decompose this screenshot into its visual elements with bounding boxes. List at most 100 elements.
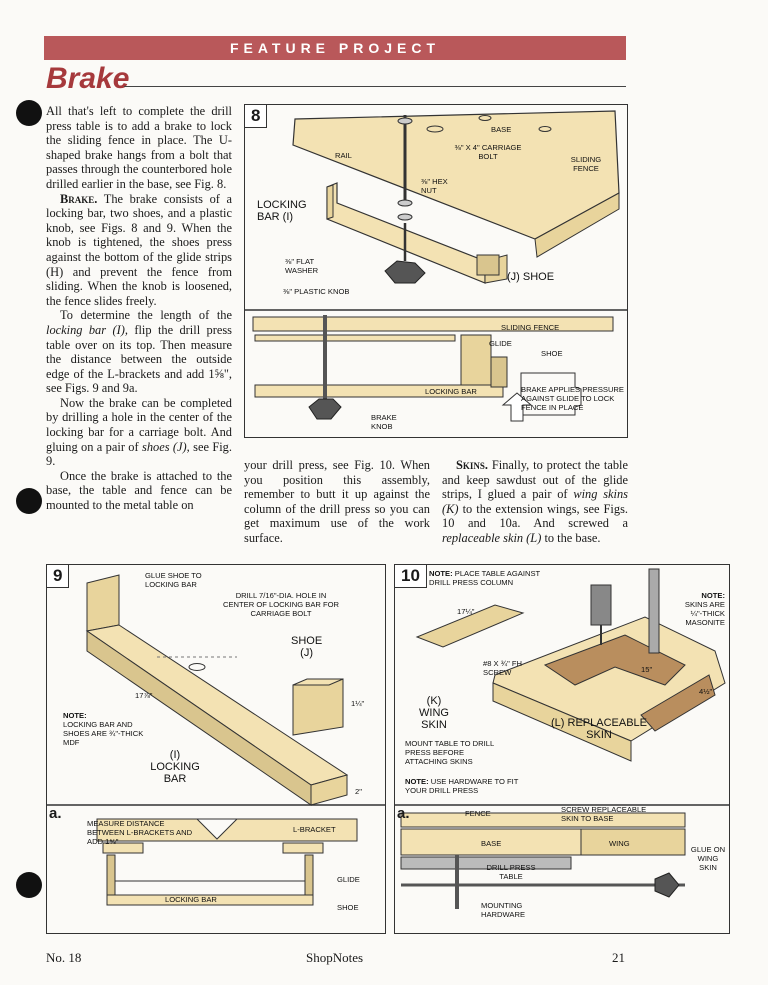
fig9-shoe-label: Shoe(J) (291, 635, 323, 659)
fig9-length-dim: 17⅞" (135, 691, 153, 700)
fig10-replaceable-text: Replaceable Skin (567, 717, 647, 741)
skins-text-c: to the base. (544, 530, 601, 545)
fig8-plastic-knob-label: ⅜" Plastic Knob (283, 287, 350, 296)
fig10a-glue-note: Glue on wing skin (690, 845, 726, 872)
fig10-dim-1714: 17¼" (457, 607, 475, 616)
fig10-wing-skin-part: K (430, 695, 438, 707)
fig9-shoe-part: J (303, 647, 310, 659)
fig10-skins-note-text: Skins are ¼"-thick Masonite (684, 600, 725, 627)
fig10-dim-412: 4½" (699, 687, 713, 696)
fig10a-fence: Fence (465, 809, 491, 818)
fig8-hex-nut-label: ⅜" Hex Nut (421, 177, 448, 195)
fig8-carriage-bolt-label: ⅜" x 4" Carriage Bolt (454, 143, 522, 161)
fig10a-wing: Wing (609, 839, 630, 848)
fig8-locking-bar-label: Locking Bar (I) (257, 199, 307, 223)
fig9a-measure-note: Measure distance between L-brackets and … (87, 819, 193, 846)
paragraph-complete: Now the brake can be completed by drilli… (46, 396, 232, 469)
fig8-shoe-label: (J) Shoe (507, 271, 555, 283)
fig10a-drill-press-table: Drill Press Table (486, 863, 536, 881)
title-rule (124, 86, 626, 87)
fig10-hardware-note-title: Note: (405, 777, 429, 786)
fig10-wing-skin-label: (K)Wing Skin (419, 695, 449, 731)
text-column-1: All that's left to complete the drill pr… (46, 104, 232, 513)
section-title: Brake (46, 62, 130, 95)
locking-bar-text-a: To determine the length of the (60, 308, 232, 323)
paragraph-intro: All that's left to complete the drill pr… (46, 104, 232, 191)
locking-bar-em: locking bar (I), (46, 322, 128, 337)
fig10-replaceable-part: L (554, 717, 561, 729)
punch-hole-bottom (16, 872, 42, 898)
fig10-skins-note-title: Note: (701, 591, 725, 600)
feature-project-banner: FEATURE PROJECT (44, 36, 626, 60)
fig9-note: Note:Locking bar and shoes are ¾"-thick … (63, 711, 153, 747)
fig9a-shoe: Shoe (337, 903, 359, 912)
fig8-detail-sliding-fence: Sliding Fence (501, 323, 560, 332)
footer-page-number: 21 (612, 950, 625, 965)
figure-8-number: 8 (244, 104, 268, 128)
fig9-locking-bar-part: I (173, 749, 177, 761)
text-column-3: Skins. Finally, to protect the table and… (442, 458, 628, 546)
fig10-place-note: Note: Place table against drill press co… (429, 569, 559, 587)
brake-text: The brake consists of a locking bar, two… (46, 191, 233, 308)
fig8-sliding-fence-label: Sliding Fence (570, 155, 602, 173)
brake-lead: Brake. (60, 191, 98, 206)
figure-9: 9 Glue shoe to locking bar Drill 7/16"-d… (46, 564, 386, 934)
paragraph-brake: Brake. The brake consists of a locking b… (46, 192, 232, 309)
figure-8: 8 Base Rail ⅜" x 4" Carriage Bolt Sl (244, 104, 628, 438)
figure-8-drawing (245, 110, 627, 422)
fig8-detail-shoe: Shoe (541, 349, 563, 358)
footer-magazine: ShopNotes (306, 950, 364, 965)
fig8-detail-locking-bar: Locking Bar (425, 387, 477, 396)
punch-hole-top (16, 100, 42, 126)
fig8-shoe-text: Shoe (522, 271, 555, 283)
paragraph-position: your drill press, see Fig. 10. When you … (244, 458, 430, 545)
skins-text-b: to the extension wings, see Figs. 10 and… (442, 501, 628, 531)
complete-text-b: see Fig. 9. (46, 439, 232, 469)
fig10-mount-note: Mount table to drill press before attach… (405, 739, 494, 766)
fig9a-glide: Glide (337, 875, 360, 884)
skins-text-a: Finally, to protect the table and keep s… (442, 458, 628, 502)
paragraph-locking-bar: To determine the length of the locking b… (46, 308, 232, 396)
fig8-locking-bar-part: I (286, 211, 290, 223)
fig8-base-label: Base (491, 125, 512, 134)
fig8-detail-brake-note: Brake applies pressure against glide to … (521, 385, 624, 412)
complete-em: shoes (J), (142, 439, 190, 454)
fig9-locking-bar-label: (I)Locking Bar (150, 749, 200, 785)
paragraph-skins: Skins. Finally, to protect the table and… (442, 458, 628, 546)
figure-10-number: 10 (394, 564, 427, 588)
fig9a-label: a. (49, 805, 62, 822)
fig8-locking-bar-text: Locking Bar (257, 199, 307, 223)
fig10-place-note-title: Note: (429, 569, 453, 578)
figure-10-drawing (395, 568, 729, 909)
fig9-locking-bar-text: Locking Bar (150, 761, 200, 785)
locking-bar-text-b: flip the drill press table over on its t… (46, 322, 232, 396)
fig10-hardware-note-text: Use hardware to fit your drill press (405, 777, 519, 795)
fig10a-label: a. (397, 805, 410, 822)
complete-text-a: Now the brake can be completed by drilli… (46, 395, 232, 454)
fig10-screw-label: #8 x ¾" Fh Screw (483, 659, 522, 677)
fig8-shoe-part: J (510, 271, 517, 283)
fig9-note-text: Locking bar and shoes are ¾"-thick MDF (63, 720, 144, 747)
text-column-2: your drill press, see Fig. 10. When you … (244, 458, 430, 546)
fig9-width-dim: 2" (355, 787, 362, 796)
fig10-wing-skin-text: Wing Skin (419, 707, 449, 731)
fig9-height-dim: 1¼" (351, 699, 365, 708)
fig10-dim-15: 15" (641, 665, 653, 674)
fig10-skins-note: Note:Skins are ¼"-thick Masonite (681, 591, 725, 627)
figure-10: 10 Note: Place table against drill press… (394, 564, 730, 934)
figure-9-drawing (47, 574, 385, 906)
fig9-note-title: Note: (63, 711, 87, 720)
fig10a-mounting-hardware: Mounting Hardware (481, 901, 526, 919)
fig9-drill-note: Drill 7/16"-dia. hole in center of locki… (222, 591, 340, 618)
fig10-hardware-note: Note: Use hardware to fit your drill pre… (405, 777, 535, 795)
fig9a-locking-bar: Locking Bar (165, 895, 217, 904)
fig9a-l-bracket: L-Bracket (293, 825, 336, 834)
fig8-flat-washer-label: ⅜" Flat Washer (285, 257, 319, 275)
figure-9-number: 9 (46, 564, 70, 588)
fig8-detail-brake-knob: Brake Knob (371, 413, 397, 431)
fig8-detail-glide: Glide (489, 339, 512, 348)
fig9-shoe-text: Shoe (291, 635, 323, 647)
paragraph-attach: Once the brake is attached to the base, … (46, 468, 232, 513)
fig10a-screw-note: Screw replaceable skin to base (561, 805, 647, 823)
fig10-replaceable-skin-label: (L) Replaceable Skin (550, 717, 647, 741)
